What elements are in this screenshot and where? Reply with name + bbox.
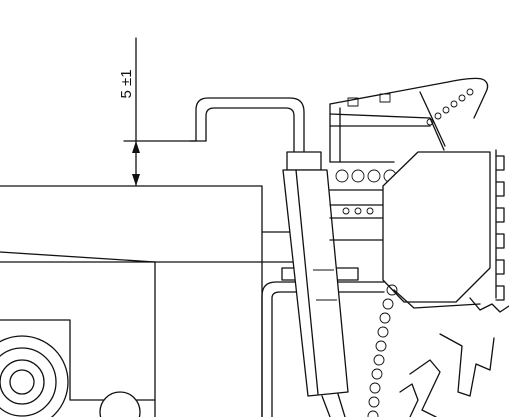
right-upper-block	[329, 77, 489, 163]
dimension-annotation: 5 ±1	[118, 37, 207, 187]
chain-teeth	[495, 149, 505, 301]
dimension-arrow-down	[132, 141, 140, 153]
pulley-circles	[0, 335, 141, 417]
main-body	[0, 185, 301, 417]
lower-right-bracket	[399, 297, 509, 417]
wire-loop	[189, 97, 305, 181]
rod-assembly	[282, 151, 349, 417]
dimension-label: 5 ±1	[118, 69, 135, 98]
octagonal-plate	[382, 151, 491, 309]
dimension-arrow-up	[132, 174, 140, 186]
bead-chain	[367, 284, 398, 417]
